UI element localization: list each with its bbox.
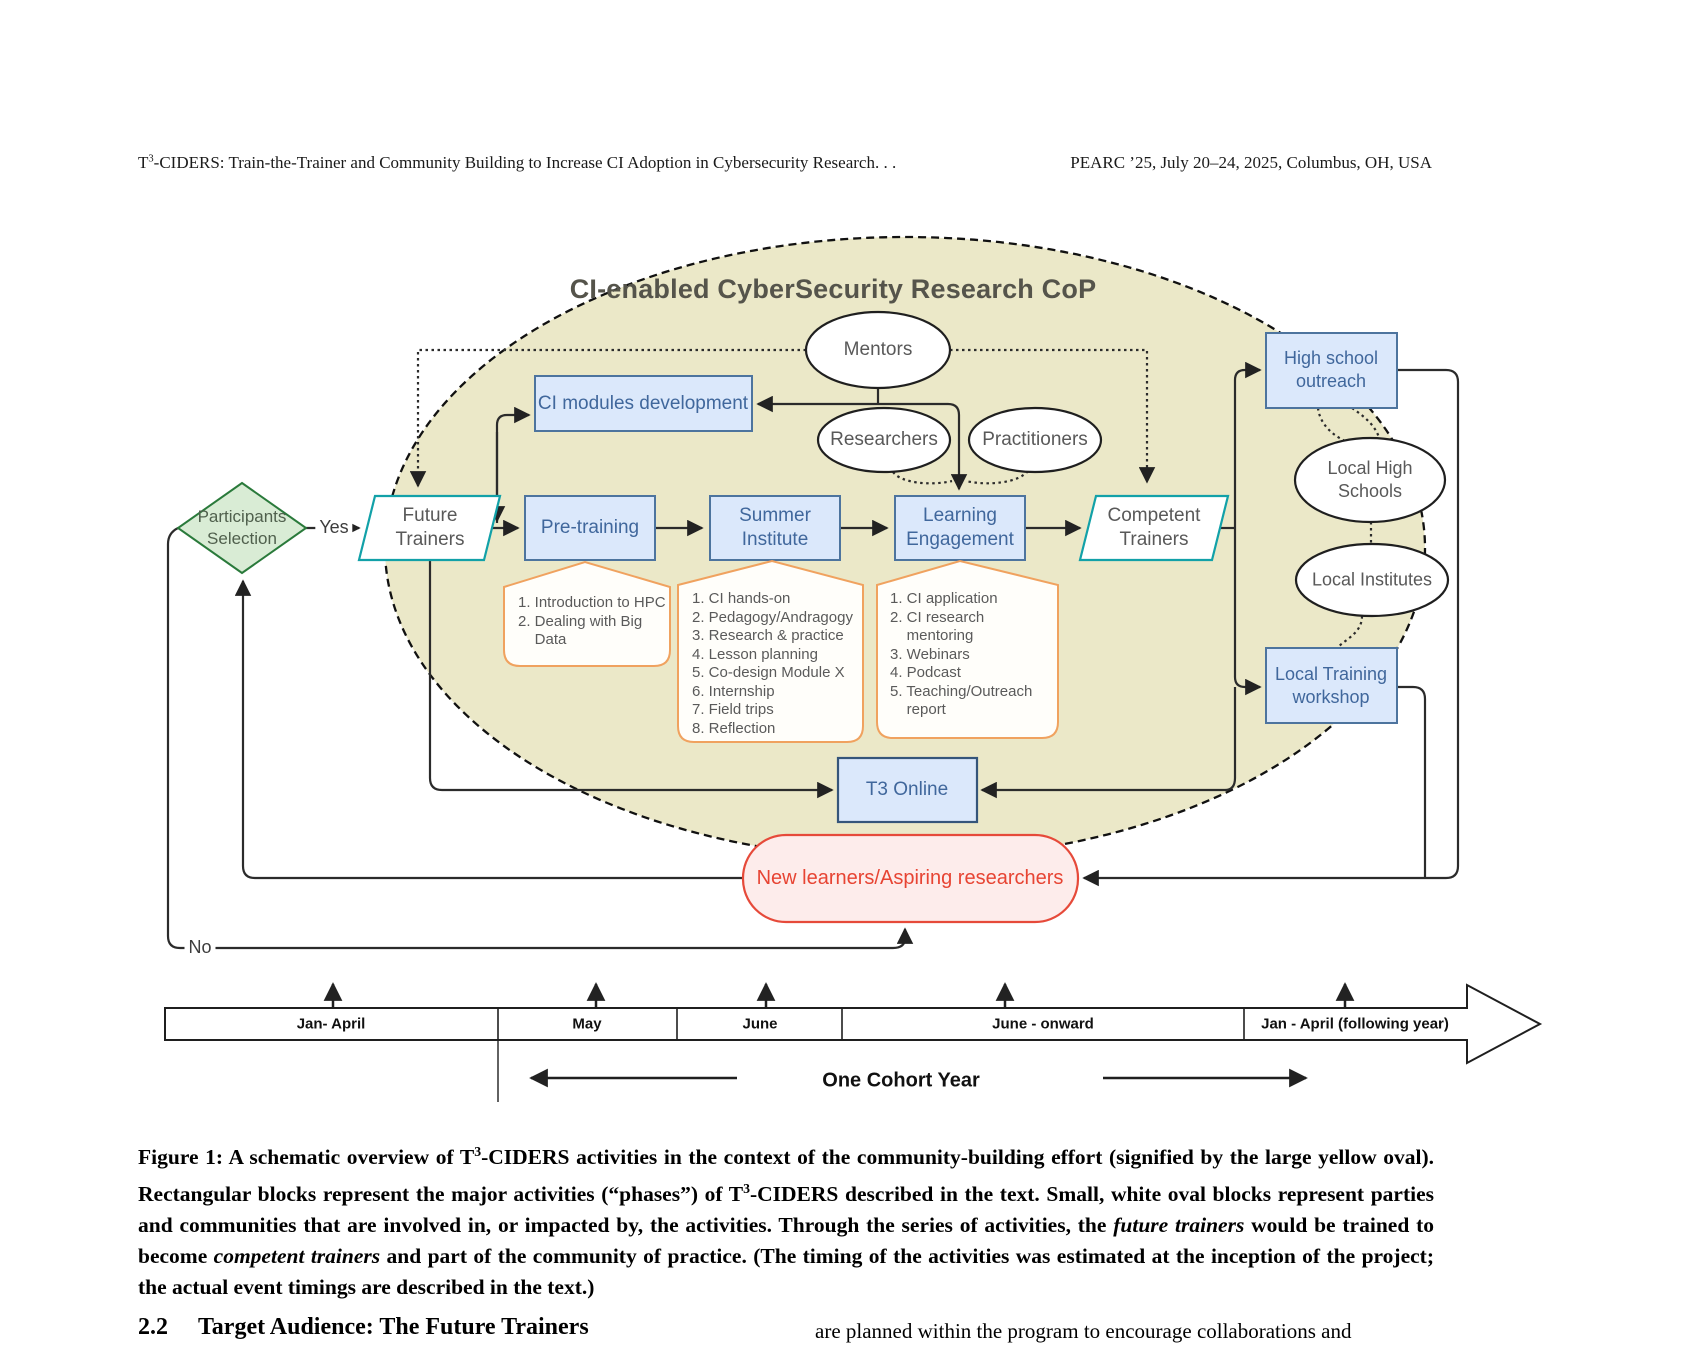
mentors-label: Mentors [843, 339, 913, 360]
section-heading: 2.2 Target Audience: The Future Trainers [138, 1314, 589, 1341]
local-institutes-label: Local Institutes [1311, 569, 1433, 590]
dotted-researchers-link [892, 471, 953, 485]
learning-engagement-box [894, 495, 1026, 561]
shape-nodes [176, 310, 1450, 924]
no-label: No [184, 935, 216, 959]
arrow-future-to-t3online [428, 560, 834, 799]
summer-institute-callout [677, 559, 864, 743]
timeline-seg-june-onward: June - onward [992, 1015, 1094, 1033]
arrow-community-to-cimodules [756, 395, 961, 479]
arrow-to-local-workshop [1233, 530, 1262, 696]
yes-label: Yes [315, 515, 353, 539]
dotted-outreach-schools-1 [1316, 407, 1351, 445]
connectors [166, 348, 1460, 950]
line-workshop-to-newlearners [1397, 685, 1427, 877]
t3-online-label: T3 Online [865, 779, 949, 800]
local-institutes-oval [1294, 542, 1450, 618]
running-header-left: T3-CIDERS: Train-the-Trainer and Communi… [138, 153, 897, 172]
participants-selection-diamond [176, 481, 308, 575]
timeline-seg-following-year: Jan - April (following year) [1261, 1015, 1449, 1033]
local-high-schools-oval [1293, 436, 1447, 524]
future-trainers-parallelogram [357, 494, 502, 562]
arrow-newlearners-to-selection [234, 579, 743, 880]
mentors-oval [804, 310, 952, 390]
learning-engagement-callout [876, 559, 1059, 739]
ci-modules-box [534, 375, 753, 432]
figure-caption: Figure 1: A schematic overview of T3-CID… [138, 1144, 1435, 1300]
arrow-flow-to-cimodules [495, 406, 531, 523]
practitioners-oval [967, 406, 1103, 474]
timeline-up-arrows [323, 982, 1355, 1008]
right-column-body-text: are planned within the program to encour… [815, 1319, 1352, 1343]
timeline-arrow-band [164, 983, 1543, 1065]
high-school-outreach-box [1265, 332, 1398, 409]
summer-institute-box [709, 495, 841, 561]
section-title: Target Audience: The Future Trainers [198, 1314, 589, 1340]
practitioners-label: Practitioners [982, 429, 1088, 450]
local-training-workshop-box [1265, 647, 1398, 724]
timeline-seg-jan-april: Jan- April [296, 1015, 366, 1033]
timeline-seg-may: May [572, 1015, 602, 1033]
competent-trainers-parallelogram [1078, 494, 1230, 562]
running-header-right: PEARC ’25, July 20–24, 2025, Columbus, O… [1070, 153, 1432, 172]
t3-online-box [836, 756, 979, 824]
researchers-label: Researchers [830, 429, 938, 450]
ci-modules-label: CI modules development [537, 393, 749, 414]
dotted-outreach-schools-2 [1351, 407, 1382, 442]
one-cohort-year-label: One Cohort Year [822, 1069, 980, 1092]
researchers-oval [816, 406, 952, 474]
pre-training-box [524, 495, 656, 561]
section-number: 2.2 [138, 1314, 168, 1340]
timeline-seg-june: June [742, 1015, 778, 1033]
dotted-institutes-workshop [1337, 615, 1364, 648]
cop-title: CI-enabled CyberSecurity Research CoP [569, 274, 1097, 304]
timeline-graphic [164, 982, 1543, 1102]
new-learners-label: New learners/Aspiring researchers [756, 867, 1064, 889]
arrow-to-t3online-right [980, 687, 1237, 799]
pre-training-callout [503, 560, 671, 667]
arrow-outreach-to-newlearners [1082, 368, 1460, 887]
arrow-no-to-newlearners [166, 527, 914, 950]
pre-training-label: Pre-training [540, 517, 640, 538]
new-learners-pill [741, 833, 1080, 924]
arrow-to-highschool-outreach [1233, 361, 1262, 530]
